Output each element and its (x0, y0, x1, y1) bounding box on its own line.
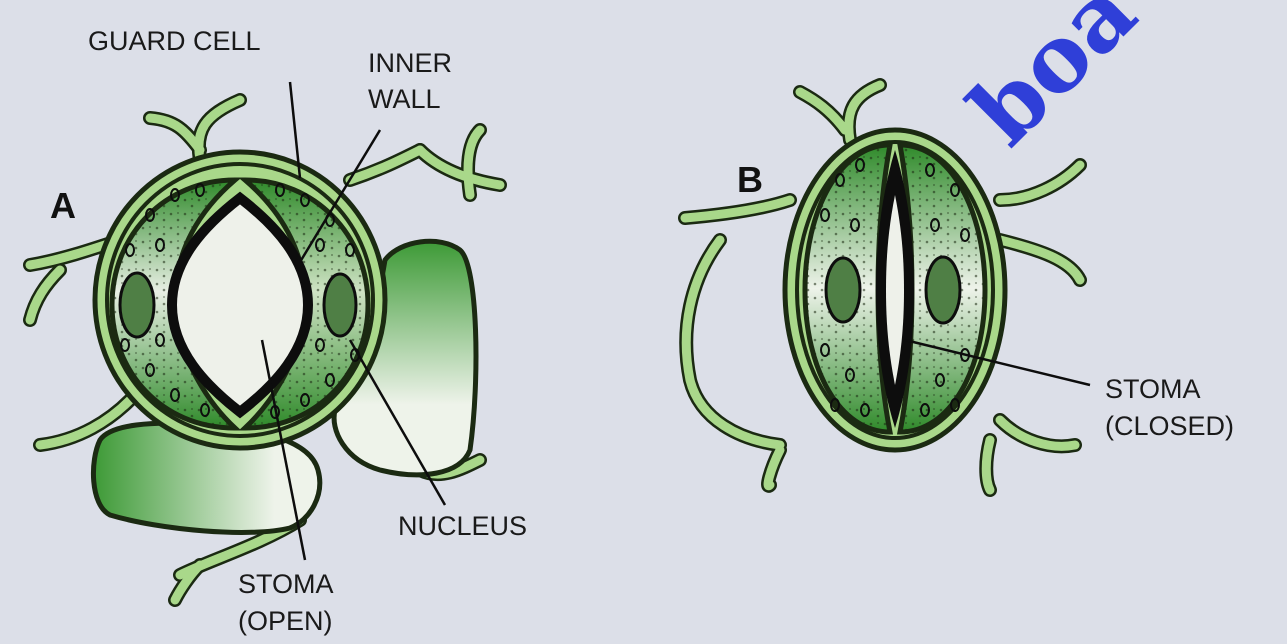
nucleus-left-a (120, 273, 154, 337)
panel-label-b: B (737, 159, 763, 200)
watermark: boa (949, 0, 1156, 166)
stoma-open-label-line1: STOMA (238, 569, 334, 599)
stoma-closed-label-line2: (CLOSED) (1105, 411, 1234, 441)
stoma-closed-label-line1: STOMA (1105, 374, 1201, 404)
nucleus-label: NUCLEUS (398, 511, 527, 541)
inner-wall-label-line1: INNER (368, 48, 452, 78)
nucleus-right-a (324, 274, 356, 336)
inner-wall-label-line2: WALL (368, 84, 441, 114)
nucleus-right-b (926, 257, 960, 323)
panel-a: A GUARD CELL INNER WALL NUCLEUS STOMA (O… (30, 26, 527, 636)
stoma-open-label-line2: (OPEN) (238, 606, 333, 636)
nucleus-left-b (826, 258, 860, 322)
guard-cell-label: GUARD CELL (88, 26, 261, 56)
panel-b: B STOMA (CLOSED) (685, 85, 1234, 490)
panel-label-a: A (50, 185, 76, 226)
